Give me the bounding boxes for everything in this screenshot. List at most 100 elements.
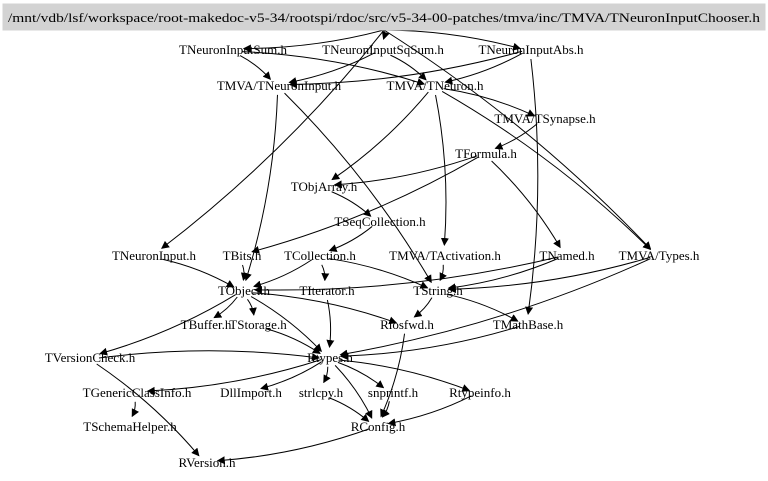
node-tnamed-h[interactable]: TNamed.h (539, 248, 595, 263)
edge-snprintf-h-to-rconfig-h (381, 401, 390, 418)
edge-rtypes-h-to-rconfig-h (334, 365, 373, 419)
node-tcollection-h[interactable]: TCollection.h (284, 248, 356, 263)
node-riosfwd-h[interactable]: Riosfwd.h (380, 317, 434, 332)
node-label: TSeqCollection.h (334, 214, 426, 229)
node-tobjarray-h[interactable]: TObjArray.h (291, 179, 358, 194)
edges (96, 29, 652, 465)
edge-rtypes-h-to-tgenericclassinfo-h (146, 359, 322, 395)
node-label: TBits.h (223, 248, 262, 263)
edge-tneuroninput-h-to-tobject-h (162, 258, 235, 288)
node-label: TVersionCheck.h (45, 350, 136, 365)
edge-root-to-tneuroninputsqsum-h (381, 29, 390, 40)
node-snprintf-h[interactable]: snprintf.h (368, 385, 419, 400)
node-rconfig-h[interactable]: RConfig.h (351, 419, 406, 434)
edge-tmva-tneuron-h-to-tmva-types-h (441, 91, 651, 251)
node-label: TObjArray.h (291, 179, 358, 194)
edge-titerator-h-to-rtypes-h (326, 299, 335, 349)
edge-tneuroninputsum-h-to-tmva-tneuroninput-h (239, 55, 272, 80)
node-label: TMVA/TNeuron.h (387, 78, 484, 93)
node-tmathbase-h[interactable]: TMathBase.h (493, 317, 564, 332)
node-label: TIterator.h (299, 283, 355, 298)
edge-rtypes-h-to-strlcpy-h (323, 366, 331, 384)
edge-tneuroninputabs-h-to-tmathbase-h (525, 58, 539, 315)
node-tversioncheck-h[interactable]: TVersionCheck.h (45, 350, 136, 365)
edge-tmva-types-h-to-rtypes-h (339, 258, 651, 358)
node-rversion-h[interactable]: RVersion.h (178, 455, 236, 470)
node-tobject-h[interactable]: TObject.h (218, 283, 271, 298)
edge-tnamed-h-to-tstring-h (447, 257, 559, 292)
edge-riosfwd-h-to-rconfig-h (380, 333, 406, 418)
edge-tmva-tactivation-h-to-tstring-h (439, 264, 447, 282)
edge-tversioncheck-h-to-rversion-h (96, 363, 200, 457)
node-label: TMVA/TActivation.h (389, 248, 501, 263)
node-label: TSchemaHelper.h (83, 419, 177, 434)
node-tmva-tsynapse-h[interactable]: TMVA/TSynapse.h (494, 111, 596, 126)
node-tbuffer-h[interactable]: TBuffer.h (181, 317, 232, 332)
edge-tneuroninputsqsum-h-to-tmva-tneuron-h (390, 54, 427, 81)
node-tstorage-h[interactable]: TStorage.h (229, 317, 287, 332)
edge-tmva-tneuroninput-h-to-tobject-h (244, 94, 278, 282)
edge-tstorage-h-to-rtypes-h (266, 328, 321, 354)
node-label: Rtypes.h (307, 350, 353, 365)
node-rtypeinfo-h[interactable]: Rtypeinfo.h (449, 385, 511, 400)
edge-tmva-tneuroninput-h-to-tstring-h (284, 92, 432, 284)
node-tbits-h[interactable]: TBits.h (223, 248, 262, 263)
node-label: RConfig.h (351, 419, 406, 434)
edge-tmva-tneuron-h-to-tmva-tsynapse-h (443, 88, 536, 117)
edge-tneuroninputsqsum-h-to-tmva-tneuroninput-h (288, 52, 375, 86)
node-label: TNeuronInputAbs.h (478, 42, 584, 57)
edge-tformula-h-to-tbits-h (251, 157, 478, 254)
edge-rtypeinfo-h-to-rconfig-h (387, 395, 472, 427)
node-rtypes-h[interactable]: Rtypes.h (307, 350, 353, 365)
edge-tstring-h-to-tmathbase-h (446, 293, 519, 322)
node-label: TNeuronInputSqSum.h (322, 42, 444, 57)
node-label: TNamed.h (539, 248, 595, 263)
edge-tmva-tneuron-h-to-tobjarray-h (331, 91, 429, 181)
node-tmva-types-h[interactable]: TMVA/Types.h (619, 248, 700, 263)
node-label: TMathBase.h (493, 317, 564, 332)
node-titerator-h[interactable]: TIterator.h (299, 283, 355, 298)
edge-rtypes-h-to-rtypeinfo-h (338, 359, 471, 392)
edge-tmva-tsynapse-h-to-tformula-h (494, 123, 538, 150)
edge-tseqcollection-h-to-tcollection-h (328, 226, 373, 252)
edge-tmva-types-h-to-tstring-h (447, 256, 651, 294)
node-label: TNeuronInputSum.h (179, 42, 287, 57)
node-strlcpy-h[interactable]: strlcpy.h (299, 385, 344, 400)
node-tmva-tneuron-h[interactable]: TMVA/TNeuron.h (387, 78, 484, 93)
node-label: TMVA/TSynapse.h (494, 111, 596, 126)
node-label: TStorage.h (229, 317, 287, 332)
edge-tneuroninputabs-h-to-tmva-tneuron-h (444, 52, 523, 85)
node-tstring-h[interactable]: TString.h (413, 283, 463, 298)
node-label: Rtypeinfo.h (449, 385, 511, 400)
node-tneuroninputsqsum-h[interactable]: TNeuronInputSqSum.h (322, 42, 444, 57)
edge-tgenericclassinfo-h-to-tschemahelper-h (131, 401, 139, 418)
node-label: TCollection.h (284, 248, 356, 263)
node-dllimport-h[interactable]: DllImport.h (220, 385, 282, 400)
node-tneuroninput-h[interactable]: TNeuronInput.h (112, 248, 197, 263)
edge-root-to-tmva-types-h (383, 29, 652, 250)
node-label: TObject.h (218, 283, 271, 298)
node-tgenericclassinfo-h[interactable]: TGenericClassInfo.h (83, 385, 192, 400)
node-label: TMVA/TNeuronInput.h (217, 78, 342, 93)
node-tneuroninputsum-h[interactable]: TNeuronInputSum.h (179, 42, 287, 57)
node-tmva-tactivation-h[interactable]: TMVA/TActivation.h (389, 248, 501, 263)
node-label: TMVA/Types.h (619, 248, 700, 263)
edge-root-to-tneuroninputsum-h (242, 29, 385, 53)
edge-tstring-h-to-riosfwd-h (413, 297, 433, 318)
edge-rtypes-h-to-dllimport-h (260, 361, 323, 391)
node-label: snprintf.h (368, 385, 419, 400)
edge-tmva-tneuron-h-to-tmva-tactivation-h (435, 94, 449, 247)
edge-tobject-h-to-riosfwd-h (252, 292, 398, 325)
node-label: TFormula.h (455, 146, 517, 161)
edge-tcollection-h-to-titerator-h (321, 264, 330, 282)
node-tmva-tneuroninput-h[interactable]: TMVA/TNeuronInput.h (217, 78, 342, 93)
node-tseqcollection-h[interactable]: TSeqCollection.h (334, 214, 426, 229)
node-tneuroninputabs-h[interactable]: TNeuronInputAbs.h (478, 42, 584, 57)
edge-tobject-h-to-tversioncheck-h (99, 294, 237, 356)
node-tformula-h[interactable]: TFormula.h (455, 146, 517, 161)
edge-root-to-tneuroninput-h (161, 29, 385, 249)
root-node[interactable]: /mnt/vdb/lsf/workspace/root-makedoc-v5-3… (2, 3, 766, 31)
node-tschemahelper-h[interactable]: TSchemaHelper.h (83, 419, 177, 434)
